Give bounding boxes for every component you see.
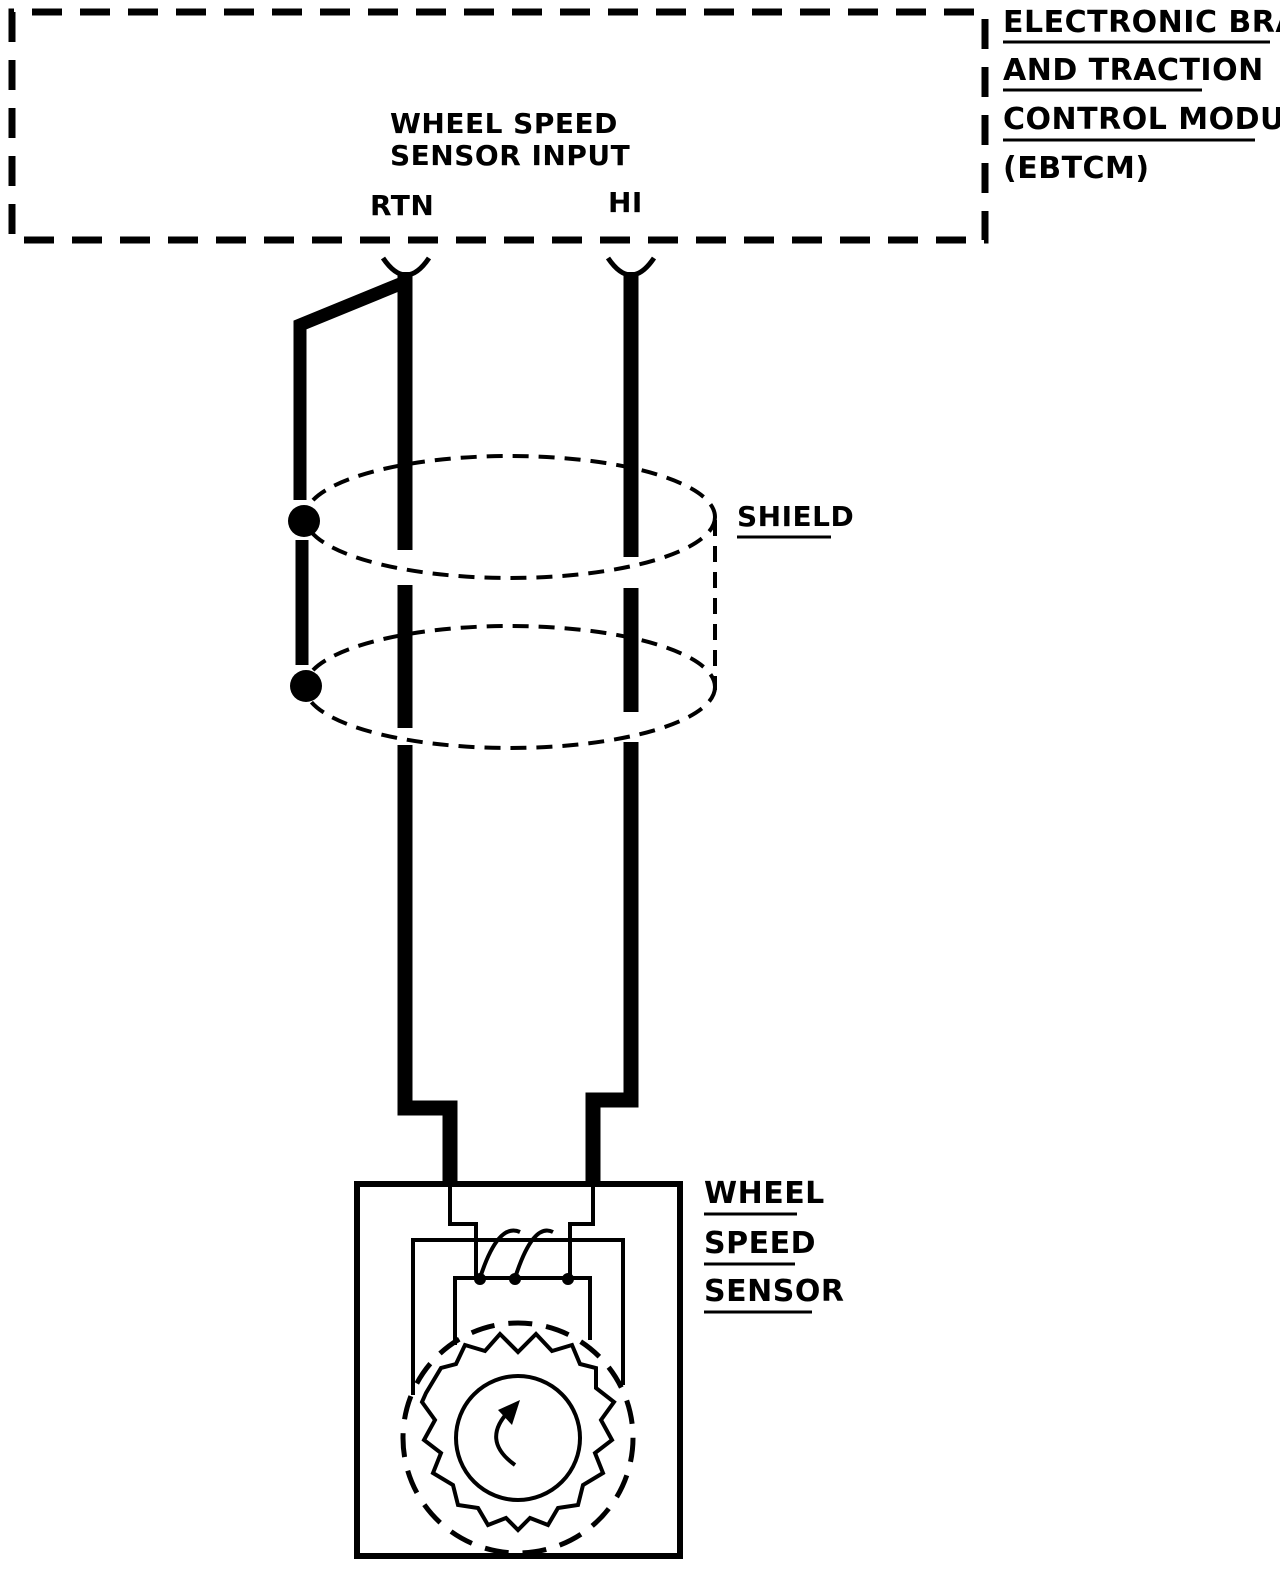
ebtcm-name: ELECTRONIC BRAKE AND TRACTION CONTROL MO… (1003, 5, 1280, 186)
sensor-label-line-3: SENSOR (704, 1274, 844, 1309)
shield-label: SHIELD (737, 500, 854, 533)
sensor-label: WHEEL SPEED SENSOR (704, 1176, 844, 1314)
hi-wire (585, 272, 639, 1187)
ebtcm-module-box (8, 8, 989, 244)
input-label-line-2: SENSOR INPUT (390, 139, 630, 172)
ebtcm-name-line-1: ELECTRONIC BRAKE (1003, 5, 1280, 40)
reluctor-ring-outline (400, 1320, 636, 1556)
pin-hi-label: HI (608, 186, 643, 219)
pin-rtn-label: RTN (370, 189, 434, 222)
rtn-wire (397, 272, 458, 1187)
input-label-line-1: WHEEL SPEED (390, 107, 618, 140)
sensor-label-line-1: WHEEL (704, 1176, 825, 1211)
ebtcm-name-line-4: (EBTCM) (1003, 151, 1150, 186)
shield-cylinder (303, 454, 717, 750)
sensor-label-line-2: SPEED (704, 1226, 816, 1261)
wheel-speed-sensor (354, 1181, 683, 1559)
ebtcm-name-line-2: AND TRACTION (1003, 53, 1264, 88)
coil-icon (474, 1228, 572, 1279)
rotation-arrow-icon (494, 1400, 520, 1467)
reluctor-teeth-icon (419, 1331, 617, 1533)
hub-circle (454, 1374, 582, 1502)
ebtcm-name-line-3: CONTROL MODULE (1003, 102, 1280, 137)
